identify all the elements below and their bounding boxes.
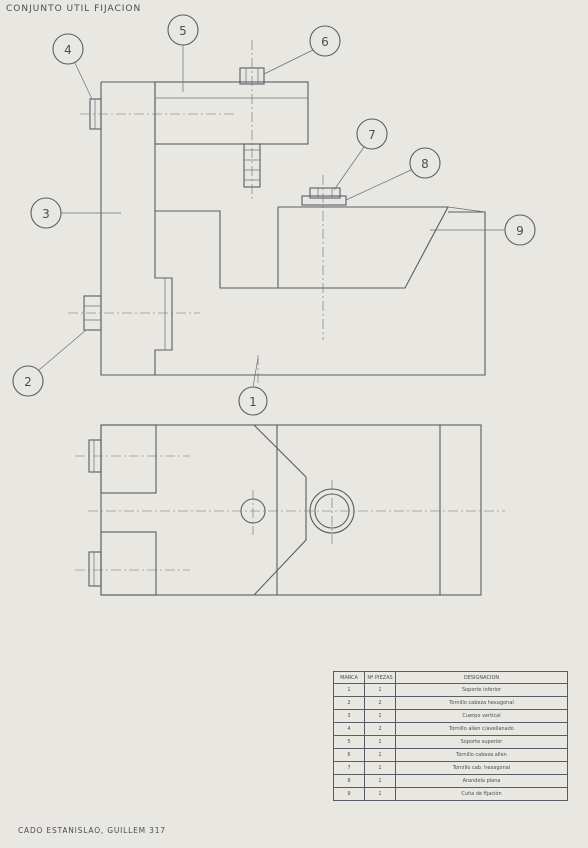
svg-text:1: 1 xyxy=(249,395,257,409)
cell-piezas: 2 xyxy=(364,696,396,710)
table-row: 6 1 Tornillo cabeza allen xyxy=(333,748,568,762)
cell-marca: 9 xyxy=(333,787,365,801)
top-view-outline xyxy=(100,424,482,596)
cell-marca: 4 xyxy=(333,722,365,736)
cell-piezas: 1 xyxy=(364,774,396,788)
cell-piezas: 2 xyxy=(364,722,396,736)
header-marca: MARCA xyxy=(333,671,365,684)
part-9-wedge xyxy=(277,206,449,289)
header-piezas: Nº PIEZAS xyxy=(364,671,396,684)
cell-marca: 8 xyxy=(333,774,365,788)
part-1-base xyxy=(100,82,486,376)
balloon-6: 6 xyxy=(263,25,341,75)
cell-designacion: Tornillo allen c/avellanado xyxy=(395,722,568,736)
cell-piezas: 1 xyxy=(364,748,396,762)
drawing-title: CONJUNTO UTIL FIJACION xyxy=(6,4,142,14)
table-row: 9 1 Cuña de fijación xyxy=(333,787,568,801)
balloon-5: 5 xyxy=(167,14,199,92)
cell-marca: 3 xyxy=(333,709,365,723)
cell-piezas: 1 xyxy=(364,683,396,697)
cell-designacion: Soporte inferior xyxy=(395,683,568,697)
top-view xyxy=(75,424,505,596)
cell-marca: 6 xyxy=(333,748,365,762)
balloons: 1 2 3 4 5 xyxy=(12,14,536,416)
parts-list-header: MARCA Nº PIEZAS DESIGNACION xyxy=(333,671,568,684)
balloon-3: 3 xyxy=(30,197,121,229)
part-3-lower-notch xyxy=(154,211,173,375)
table-row: 8 1 Arandela plana xyxy=(333,774,568,788)
balloon-1: 1 xyxy=(238,357,268,416)
cell-piezas: 1 xyxy=(364,709,396,723)
part-7-nut xyxy=(309,187,341,199)
header-designacion: DESIGNACION xyxy=(395,671,568,684)
svg-text:5: 5 xyxy=(179,24,187,38)
cell-piezas: 1 xyxy=(364,761,396,775)
svg-text:9: 9 xyxy=(516,224,524,238)
balloon-8: 8 xyxy=(345,147,441,201)
table-row: 7 1 Tornillo cab. hexagonal xyxy=(333,761,568,775)
cell-designacion: Tornillo cabeza allen xyxy=(395,748,568,762)
cell-designacion: Soporte superior xyxy=(395,735,568,749)
table-row: 5 1 Soporte superior xyxy=(333,735,568,749)
cell-marca: 2 xyxy=(333,696,365,710)
front-view xyxy=(68,40,486,383)
svg-text:3: 3 xyxy=(42,207,50,221)
cell-designacion: Cuerpo vertical xyxy=(395,709,568,723)
svg-text:8: 8 xyxy=(421,157,429,171)
cell-marca: 7 xyxy=(333,761,365,775)
cell-piezas: 1 xyxy=(364,735,396,749)
cell-designacion: Cuña de fijación xyxy=(395,787,568,801)
table-row: 3 1 Cuerpo vertical xyxy=(333,709,568,723)
balloon-7: 7 xyxy=(333,118,388,191)
table-row: 2 2 Tornillo cabeza hexagonal xyxy=(333,696,568,710)
parts-list-table: MARCA Nº PIEZAS DESIGNACION 1 1 Soporte … xyxy=(333,671,568,801)
cell-designacion: Arandela plana xyxy=(395,774,568,788)
cell-designacion: Tornillo cab. hexagonal xyxy=(395,761,568,775)
part-3-step xyxy=(155,210,278,289)
balloon-4: 4 xyxy=(52,33,93,100)
cell-designacion: Tornillo cabeza hexagonal xyxy=(395,696,568,710)
svg-text:4: 4 xyxy=(64,43,72,57)
cell-piezas: 1 xyxy=(364,787,396,801)
cell-marca: 1 xyxy=(333,683,365,697)
table-row: 1 1 Soporte inferior xyxy=(333,683,568,697)
balloon-9: 9 xyxy=(430,214,536,246)
balloon-2: 2 xyxy=(12,329,87,397)
svg-text:2: 2 xyxy=(24,375,32,389)
part-5-upper-support xyxy=(154,81,309,145)
cell-marca: 5 xyxy=(333,735,365,749)
author-line: CADO ESTANISLAO, GUILLEM 317 xyxy=(18,826,166,835)
svg-text:7: 7 xyxy=(368,128,376,142)
part-8-washer xyxy=(301,195,347,206)
svg-text:6: 6 xyxy=(321,35,329,49)
table-row: 4 2 Tornillo allen c/avellanado xyxy=(333,722,568,736)
